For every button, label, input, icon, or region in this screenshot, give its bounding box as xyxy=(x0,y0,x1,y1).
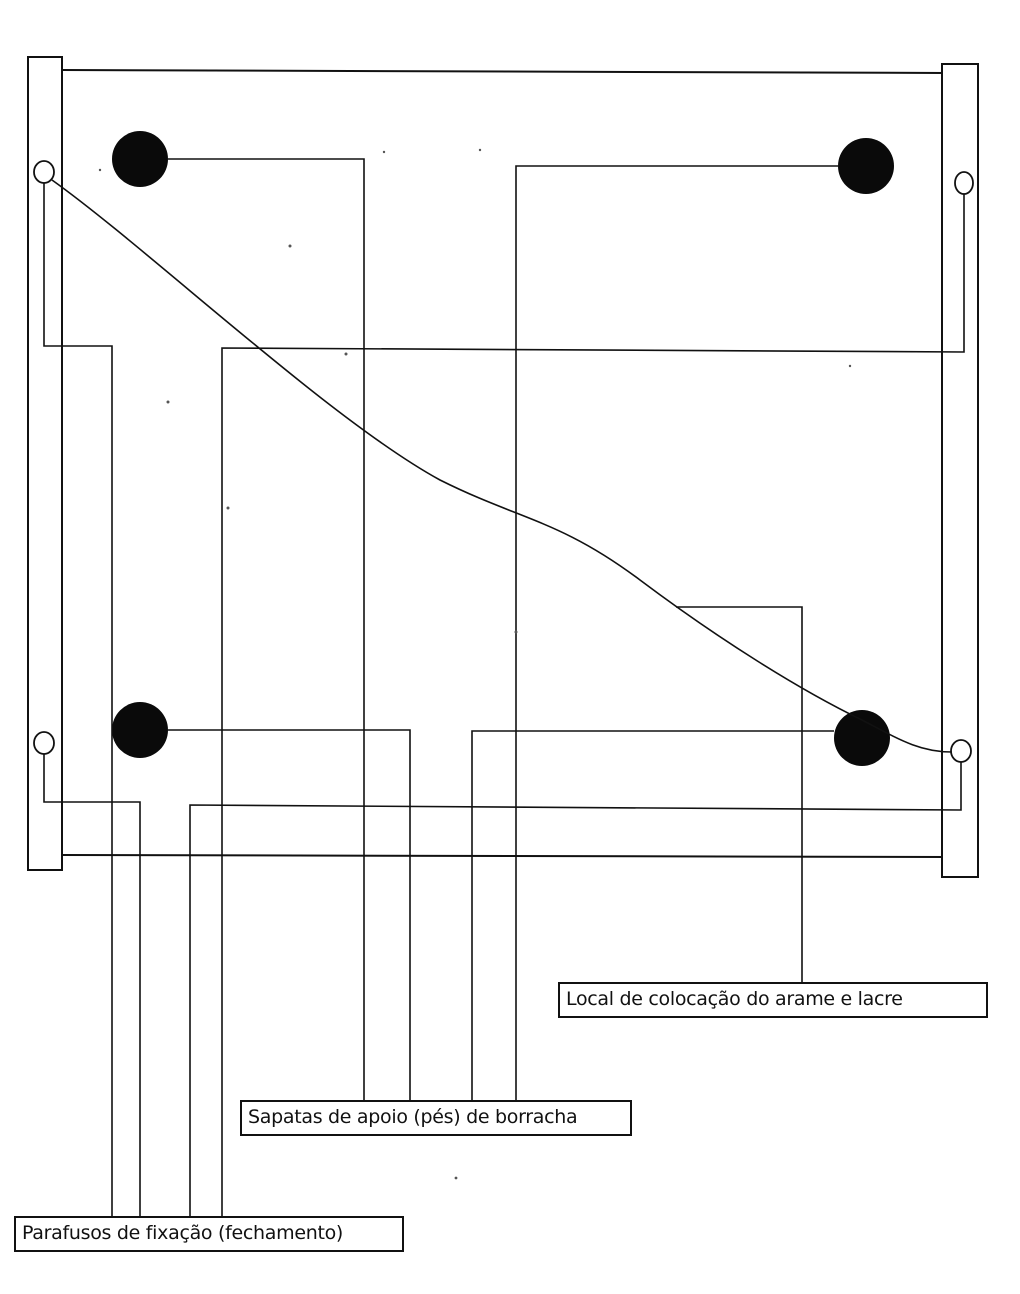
rubber-foot-top-left xyxy=(112,131,168,187)
screw-hole-top-left xyxy=(33,160,55,184)
label-rubber-feet: Sapatas de apoio (pés) de borracha xyxy=(240,1100,632,1136)
leader-lines-fixing-screws xyxy=(43,183,965,1220)
leader-lines-rubber-feet xyxy=(168,158,838,1104)
scan-specks xyxy=(98,148,852,1180)
rubber-foot-bottom-right xyxy=(834,710,890,766)
label-seal-location: Local de colocação do arame e lacre xyxy=(558,982,988,1018)
label-fixing-screws: Parafusos de fixação (fechamento) xyxy=(14,1216,404,1252)
housing-outline xyxy=(61,69,947,858)
screw-hole-bottom-right xyxy=(950,739,972,763)
screw-hole-bottom-left xyxy=(33,731,55,755)
rubber-foot-top-right xyxy=(838,138,894,194)
rubber-foot-bottom-left xyxy=(112,702,168,758)
screw-hole-top-right xyxy=(954,171,974,195)
seal-wire xyxy=(51,179,953,753)
leader-line-seal-location xyxy=(676,606,803,986)
